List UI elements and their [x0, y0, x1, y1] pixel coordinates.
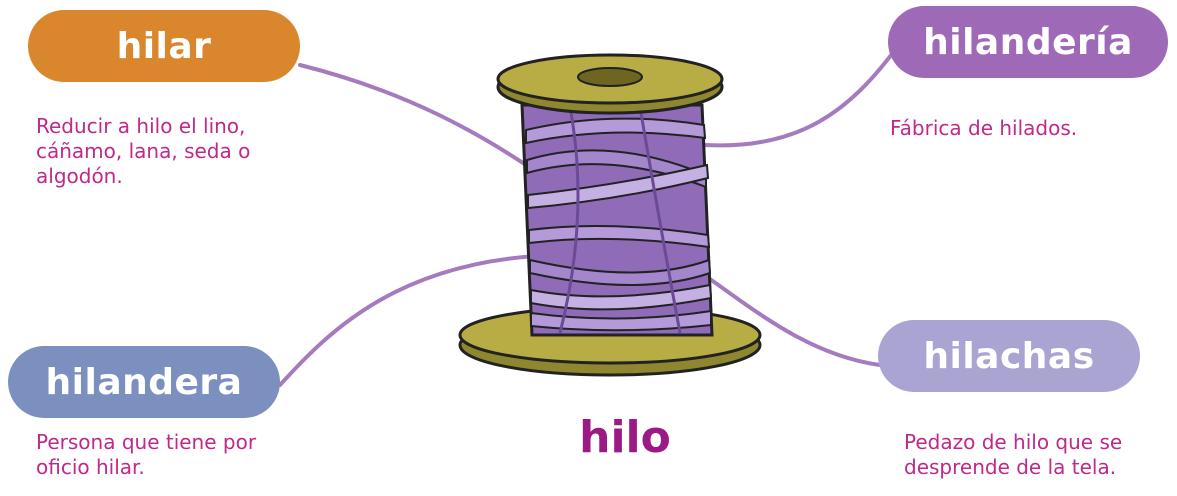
spool-icon — [440, 35, 780, 385]
definition-hilandera: Persona que tiene por oficio hilar. — [36, 430, 316, 480]
term-hilachas: hilachas — [878, 320, 1140, 392]
definition-hilachas: Pedazo de hilo que se desprende de la te… — [904, 430, 1172, 480]
center-word: hilo — [560, 412, 690, 463]
definition-hilar: Reducir a hilo el lino, cáñamo, lana, se… — [36, 114, 306, 189]
term-hilar: hilar — [28, 10, 300, 82]
term-hilandera: hilandera — [8, 346, 280, 418]
definition-hilanderia: Fábrica de hilados. — [890, 116, 1150, 141]
term-hilanderia: hilandería — [888, 6, 1168, 78]
